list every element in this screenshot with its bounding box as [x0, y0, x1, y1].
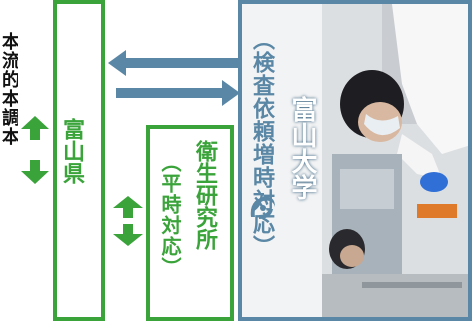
down-arrow-icon: [21, 160, 49, 184]
university-subtitle: （検査依頼増時対応）: [249, 28, 274, 258]
up-arrow-icon: [113, 196, 143, 218]
university-title: 富山大学: [287, 96, 317, 200]
cropped-side-text: 本流的本調本: [0, 32, 18, 146]
health-lab-title: 衛生研究所: [192, 140, 217, 250]
prefecture-box: [53, 0, 105, 321]
university-panel: [238, 0, 472, 321]
university-logo-icon: [250, 196, 275, 219]
left-arrow-icon: [108, 50, 240, 76]
right-arrow-icon: [116, 80, 240, 106]
health-lab-box: [146, 125, 234, 321]
lab-worker-photo: [322, 4, 468, 317]
up-arrow-icon: [21, 116, 49, 140]
prefecture-label: 富山県: [59, 118, 84, 184]
down-arrow-icon: [113, 224, 143, 246]
health-lab-subtitle: （平時対応）: [158, 152, 182, 278]
